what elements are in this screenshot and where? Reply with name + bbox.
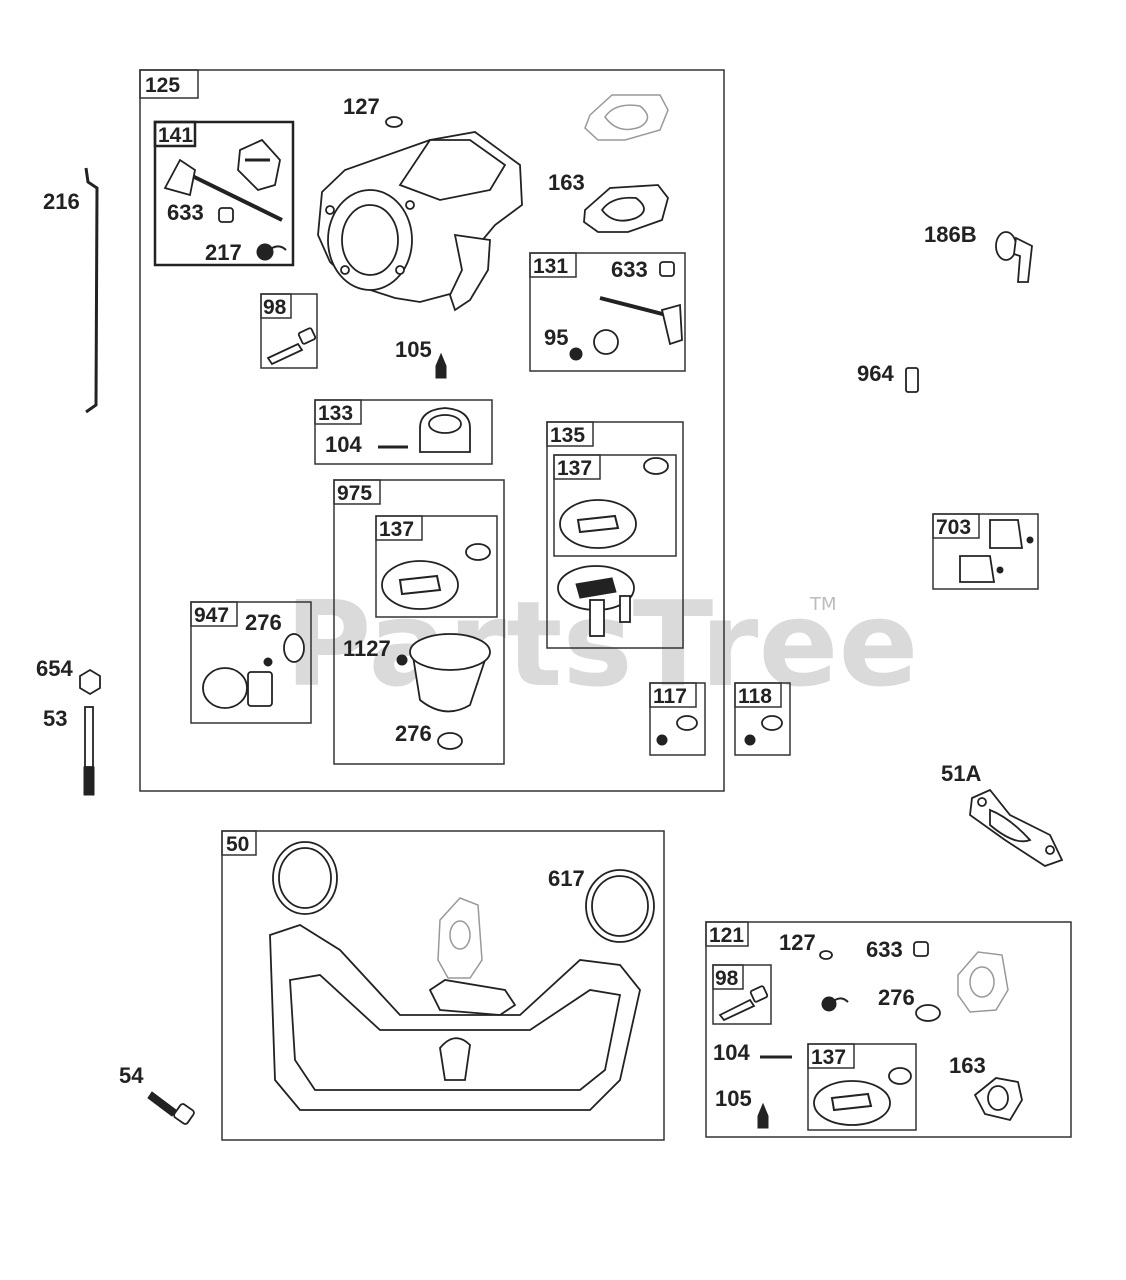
part-163-label: 163 (548, 170, 585, 195)
group-141-label: 141 (158, 124, 193, 147)
part-127-121-label: 127 (779, 930, 816, 955)
part-276-975-label: 276 (395, 721, 432, 746)
group-133-label: 133 (318, 402, 353, 425)
part-654-nut[interactable]: 654 (36, 656, 101, 696)
group-98-top[interactable]: 98 (260, 293, 318, 369)
group-121[interactable]: 121 127 633 98 276 104 137 163 105 (705, 921, 1072, 1138)
part-276-121-label: 276 (878, 985, 915, 1010)
group-117[interactable]: 117 (649, 682, 706, 756)
part-104-121-label: 104 (713, 1040, 750, 1065)
group-703[interactable]: 703 (932, 513, 1039, 590)
group-137-975-label: 137 (379, 518, 414, 541)
group-98-top-label: 98 (263, 296, 287, 319)
part-105-needle[interactable]: 105 (395, 337, 447, 379)
part-964-label: 964 (857, 361, 894, 386)
group-98-121-label: 98 (715, 967, 739, 990)
group-131[interactable]: 131 633 95 (529, 252, 686, 372)
part-217-label: 217 (205, 240, 242, 265)
part-163[interactable]: 163 (548, 170, 669, 233)
group-118-label: 118 (738, 685, 772, 708)
part-54-bolt[interactable]: 54 (119, 1063, 195, 1125)
part-105-121-label: 105 (715, 1086, 752, 1111)
group-131-label: 131 (533, 255, 568, 278)
part-216-rod[interactable]: 216 (43, 167, 99, 414)
group-141[interactable]: 141 (153, 120, 295, 267)
carburetor-body[interactable] (317, 131, 523, 312)
part-95-label: 95 (544, 325, 568, 350)
part-964[interactable]: 964 (857, 361, 919, 393)
part-51a-label: 51A (941, 761, 981, 786)
group-975-label: 975 (337, 482, 372, 505)
group-50[interactable]: 50 617 (221, 830, 665, 1141)
part-163-121-label: 163 (949, 1053, 986, 1078)
group-50-label: 50 (226, 833, 249, 856)
group-947[interactable]: 947 276 (190, 601, 312, 724)
part-276-947-label: 276 (245, 610, 282, 635)
group-121-label: 121 (709, 924, 744, 947)
part-53-stud[interactable]: 53 (43, 706, 95, 796)
group-135[interactable]: 135 137 (546, 421, 684, 649)
part-217-spring[interactable]: 217 (205, 240, 287, 265)
part-1127-label: 1127 (343, 636, 391, 661)
part-633-131-label: 633 (611, 257, 648, 282)
part-633-shaft-bushing[interactable]: 633 (167, 200, 234, 225)
part-127[interactable]: 127 (343, 94, 403, 128)
part-54-label: 54 (119, 1063, 144, 1088)
group-137-121-label: 137 (811, 1046, 846, 1069)
group-125-label: 125 (145, 74, 180, 97)
group-947-label: 947 (194, 604, 229, 627)
part-127-label: 127 (343, 94, 380, 119)
part-633-121-label: 633 (866, 937, 903, 962)
part-186b-label: 186B (924, 222, 977, 247)
part-654-label: 654 (36, 656, 73, 681)
group-125[interactable]: 125 (139, 69, 725, 792)
group-117-label: 117 (653, 685, 687, 708)
group-703-label: 703 (936, 516, 971, 539)
part-617-label: 617 (548, 866, 585, 891)
group-133[interactable]: 133 104 (314, 399, 493, 465)
part-105-label: 105 (395, 337, 432, 362)
watermark-trademark: TM (809, 594, 837, 615)
part-53-label: 53 (43, 706, 67, 731)
group-137-135-label: 137 (557, 457, 592, 480)
part-104-label: 104 (325, 432, 362, 457)
group-975[interactable]: 975 137 1127 276 (333, 479, 505, 765)
group-135-label: 135 (550, 424, 585, 447)
part-186b-fitting[interactable]: 186B (924, 222, 1033, 283)
gasket-reference-top (584, 94, 669, 141)
part-633-label: 633 (167, 200, 204, 225)
part-216-label: 216 (43, 189, 80, 214)
part-51a-gasket[interactable]: 51A (941, 761, 1064, 867)
group-118[interactable]: 118 (734, 682, 791, 756)
